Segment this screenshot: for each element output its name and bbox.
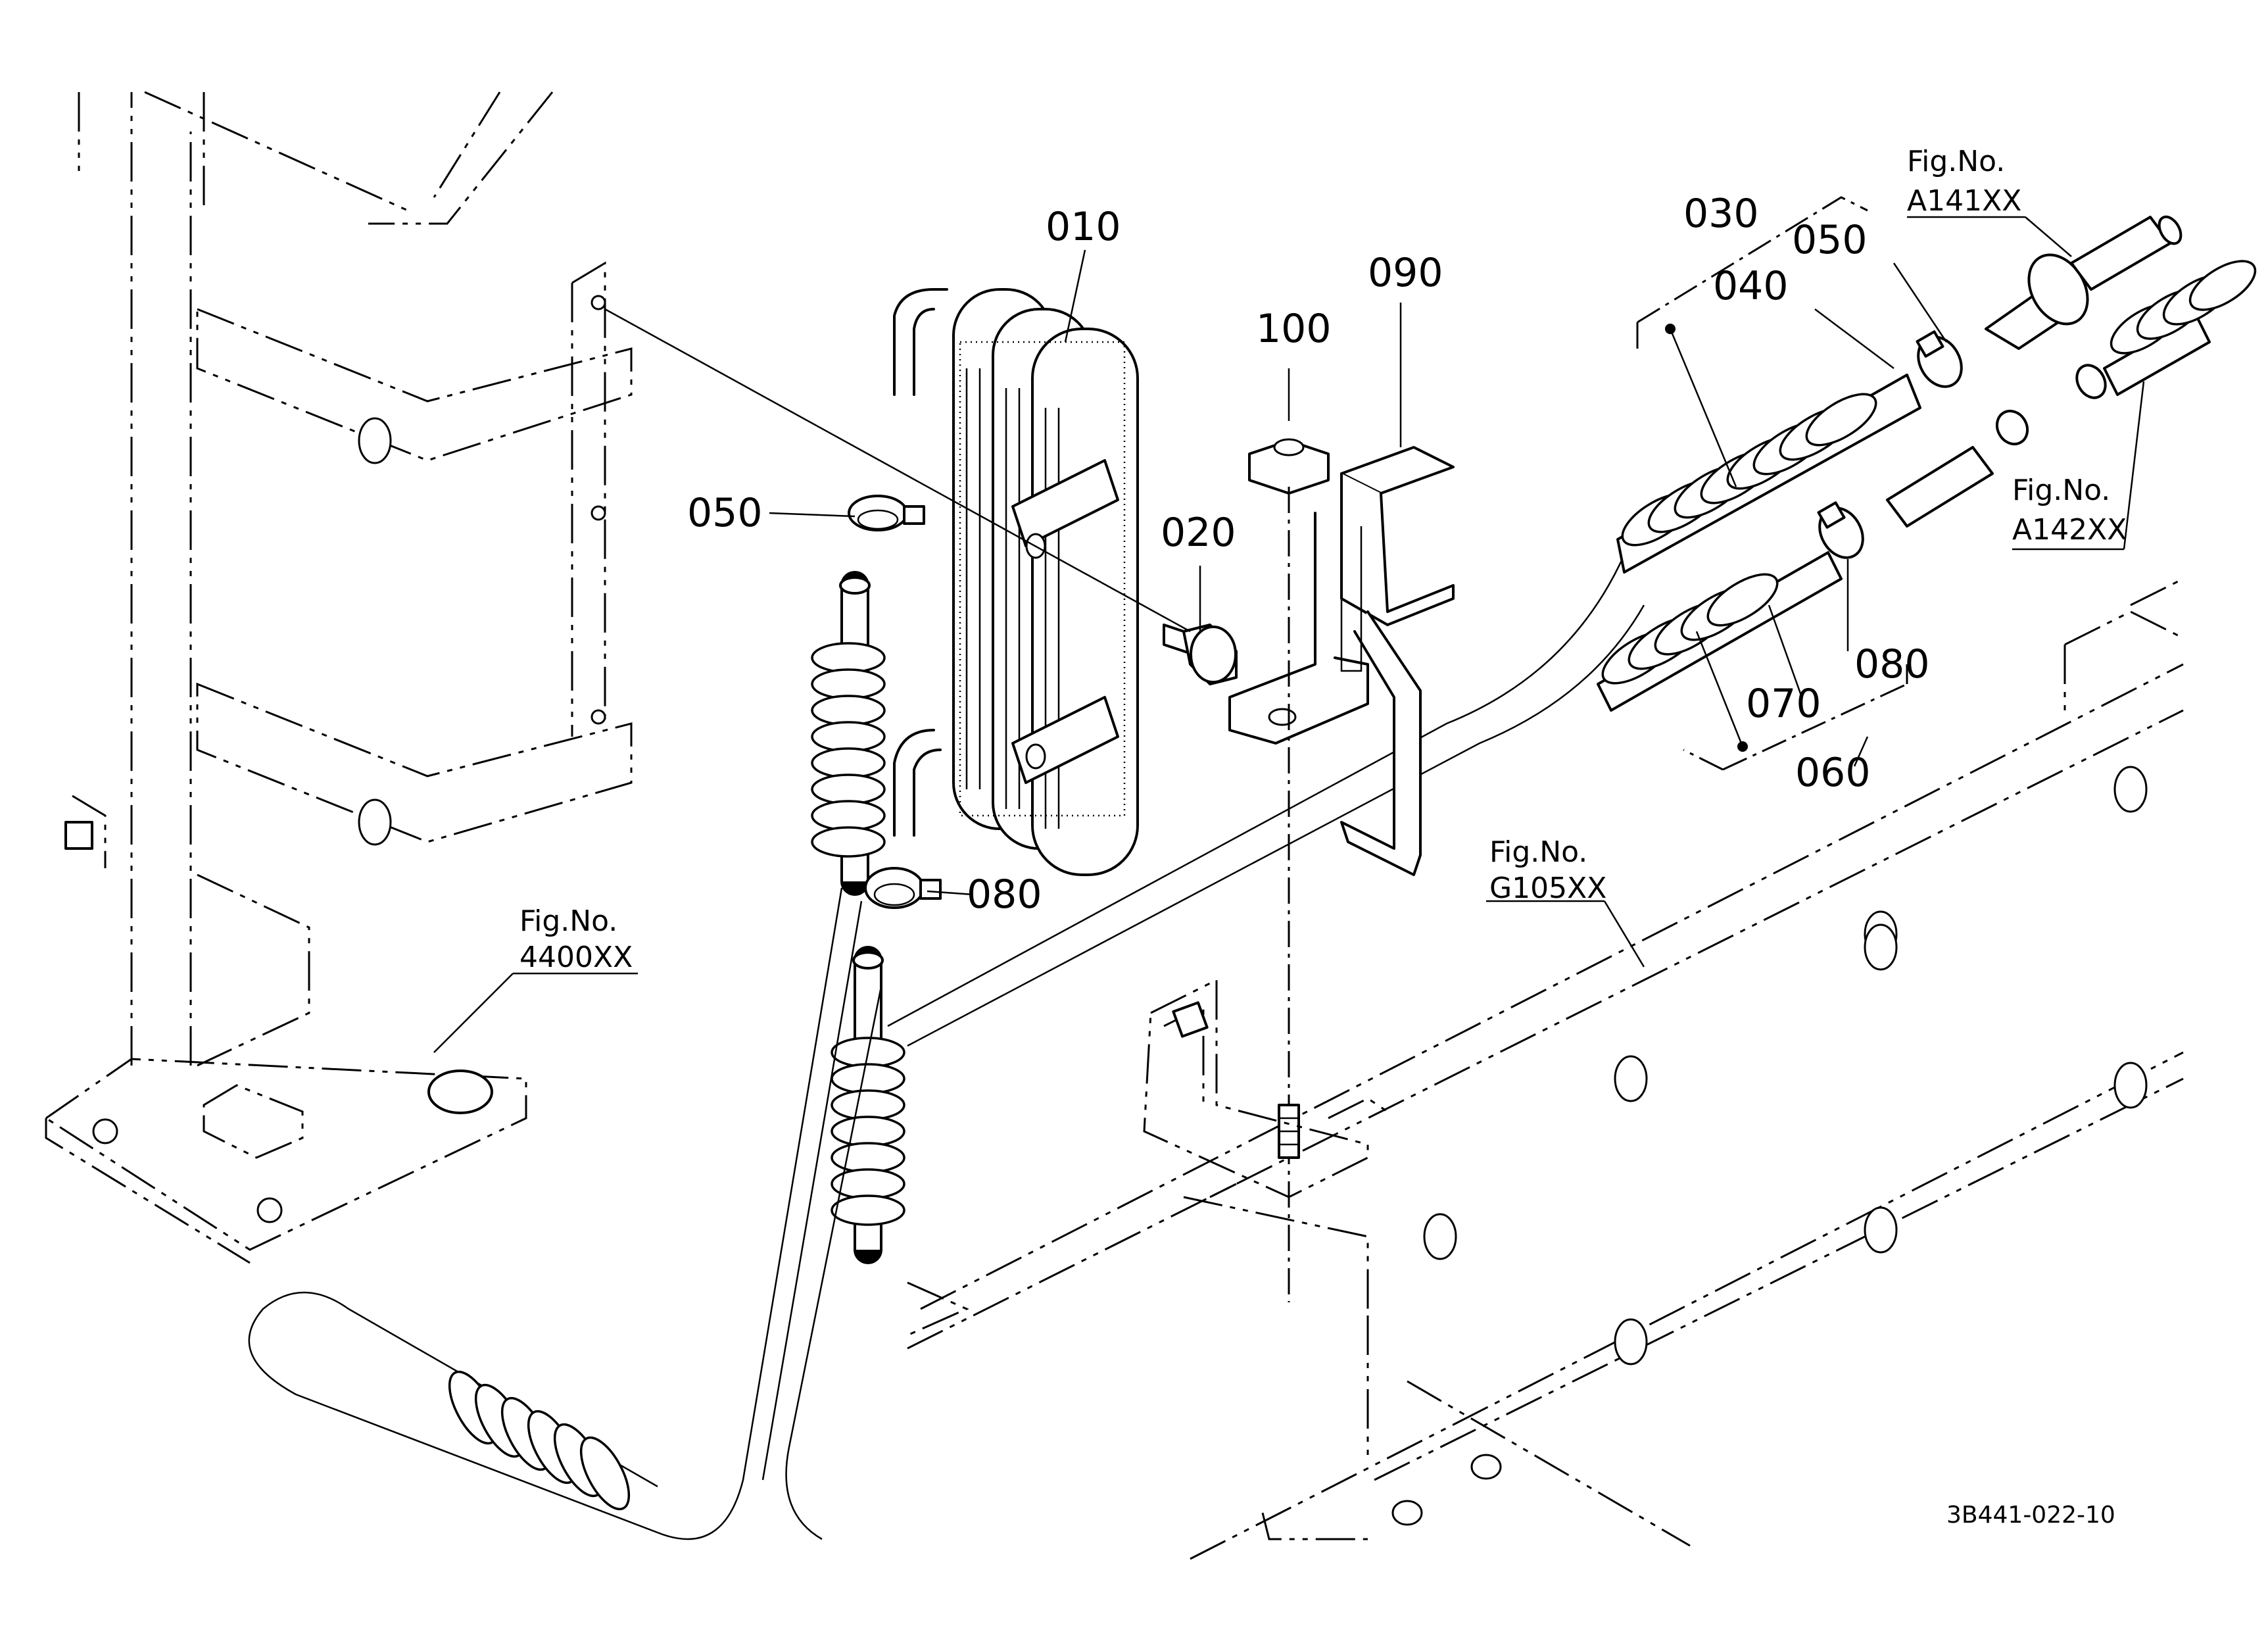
- callout-070: 070: [1746, 681, 1822, 727]
- rail-hole: [1864, 1206, 1898, 1254]
- callout-080-left: 080: [967, 872, 1042, 918]
- hose-spring-coil-a142: [2110, 260, 2257, 355]
- ref-a142-no: A142XX: [2012, 513, 2127, 547]
- figure-references: Fig.No. A141XX Fig.No. A142XX Fig.No. G1…: [519, 145, 2127, 974]
- callout-030: 030: [1683, 191, 1759, 237]
- callout-050-right: 050: [1792, 217, 1868, 263]
- hose-assembly-part-030[interactable]: [1614, 196, 1921, 574]
- rail-hole: [2113, 766, 2148, 813]
- callout-020: 020: [1161, 510, 1236, 556]
- ref-g105-no: G105XX: [1489, 872, 1606, 905]
- hose-left-assembly: [248, 539, 1645, 1540]
- oil-cooler-part-010[interactable]: [893, 288, 1139, 876]
- rail-hole: [1470, 1454, 1502, 1480]
- hose-assembly-part-060[interactable]: [1595, 551, 1908, 771]
- ref-g105-fig: Fig.No.: [1489, 835, 1587, 869]
- clamp-part-080-left[interactable]: [864, 867, 942, 909]
- rail-hole: [1614, 1318, 1648, 1365]
- fitting-a142: [1886, 260, 2257, 528]
- hose-spring-coil-040: [1621, 393, 1877, 547]
- clamp-part-050-right[interactable]: [1910, 329, 1970, 394]
- nut-part-100[interactable]: [1248, 438, 1330, 495]
- drawing-number: 3B441-022-10: [1946, 1502, 2115, 1529]
- left-frame-context: [44, 91, 633, 1264]
- hose-spring-coil-bottom: [448, 1370, 631, 1511]
- rail-hole: [1423, 1213, 1457, 1260]
- frame-rail-context: [907, 578, 2184, 1560]
- ref-4400-fig: Fig.No.: [519, 904, 617, 938]
- bolt-part-020[interactable]: [1163, 624, 1238, 685]
- cooler-mount-leader: [604, 308, 1191, 633]
- rail-hole: [2113, 1062, 2148, 1109]
- clamp-part-080-right[interactable]: [1811, 500, 1871, 565]
- callout-010: 010: [1046, 204, 1121, 250]
- ref-a141-no: A141XX: [1907, 184, 2021, 218]
- callout-labels: 010 020 030 040 050 050 060 070 080 080 …: [687, 191, 1930, 918]
- rail-hole: [1614, 1055, 1648, 1102]
- bracket-part-090[interactable]: [1228, 446, 1455, 876]
- callout-050-left: 050: [687, 490, 763, 536]
- hose-spring-coil: [811, 642, 886, 858]
- callout-040: 040: [1713, 263, 1789, 309]
- clamp-part-050-left[interactable]: [848, 495, 925, 531]
- hose-spring-coil: [831, 1037, 905, 1226]
- ref-a141-fig: Fig.No.: [1907, 145, 2005, 178]
- ref-4400-no: 4400XX: [519, 941, 633, 974]
- callout-leaders: [433, 216, 2145, 1053]
- frame-bracket-lower: [1143, 978, 1388, 1198]
- hose-spring-coil-070: [1601, 573, 1779, 685]
- callout-090: 090: [1368, 250, 1443, 296]
- rail-hole: [1864, 923, 1898, 971]
- stud-and-centerline: [1278, 487, 1300, 1302]
- fitting-a141: [1985, 215, 2183, 350]
- callout-060: 060: [1795, 750, 1871, 796]
- callout-080-right: 080: [1854, 641, 1930, 687]
- rail-hole: [1391, 1500, 1423, 1526]
- callout-100: 100: [1256, 306, 1332, 352]
- ref-a142-fig: Fig.No.: [2012, 474, 2110, 507]
